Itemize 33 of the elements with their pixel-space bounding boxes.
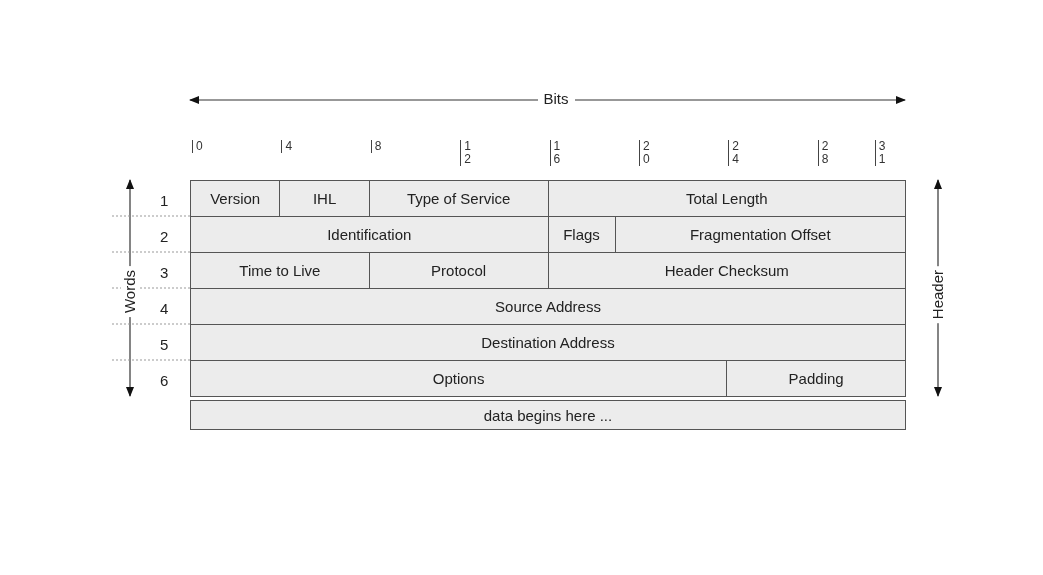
header-field: Total Length [547, 180, 906, 217]
header-field: Header Checksum [547, 252, 906, 289]
bit-number: 12 [460, 140, 473, 166]
bit-number: 31 [874, 140, 887, 166]
header-field: Options [190, 360, 728, 397]
header-field: Flags [547, 216, 616, 253]
bit-number: 0 [192, 140, 204, 153]
header-field: Time to Live [190, 252, 370, 289]
row-number: 5 [160, 336, 169, 353]
header-field: Version [190, 180, 281, 217]
bit-number: 24 [728, 140, 741, 166]
bit-number: 16 [549, 140, 562, 166]
header-field: Source Address [190, 288, 906, 325]
row-number: 1 [160, 192, 169, 209]
row-number: 4 [160, 300, 169, 317]
data-row: data begins here ... [190, 400, 906, 430]
row-number: 6 [160, 372, 169, 389]
header-field: Identification [190, 216, 549, 253]
header-field: Fragmentation Offset [614, 216, 906, 253]
bit-number: 8 [370, 140, 383, 153]
header-field: Type of Service [368, 180, 549, 217]
header-field: IHL [279, 180, 370, 217]
axis-title: Bits [537, 90, 575, 107]
header-field: Padding [726, 360, 906, 397]
axis-title: Header [929, 266, 946, 324]
bit-number: 28 [817, 140, 830, 166]
axis-title: Words [121, 266, 138, 318]
header-field: Protocol [368, 252, 549, 289]
bit-number: 4 [281, 140, 294, 153]
row-number: 3 [160, 264, 169, 281]
bit-number: 20 [638, 140, 651, 166]
row-number: 2 [160, 228, 169, 245]
header-field: Destination Address [190, 324, 906, 361]
